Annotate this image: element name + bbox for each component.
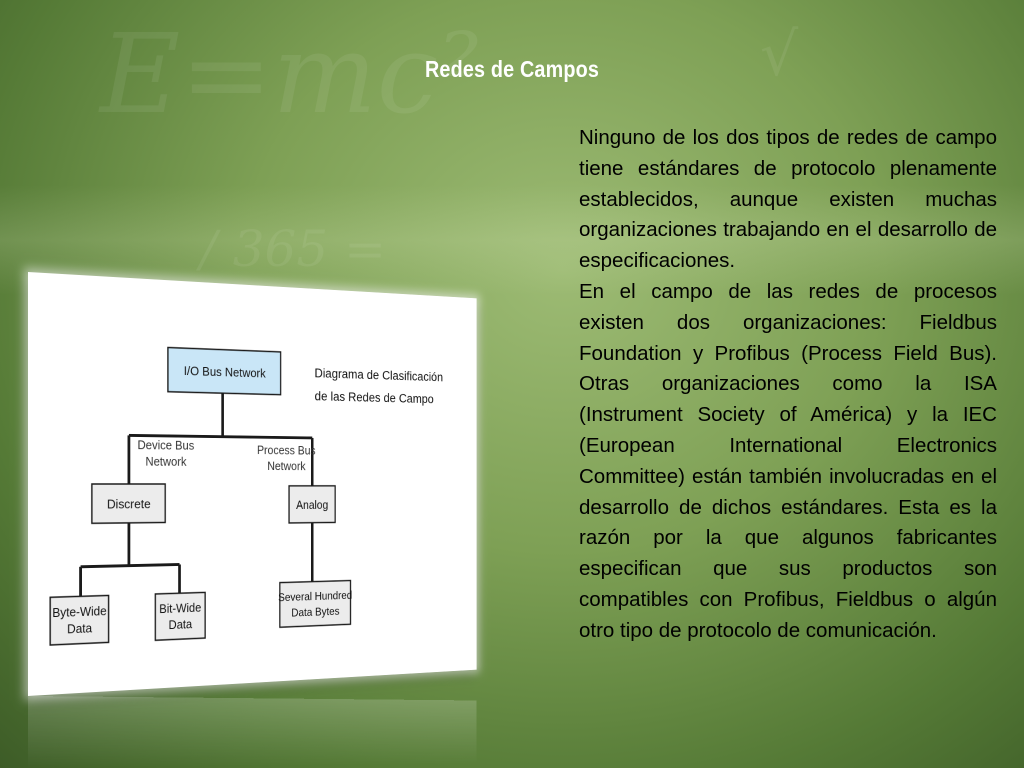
diagram-caption-2: de las Redes de Campo [315, 389, 434, 406]
leaf-several-hundred-label-2: Data Bytes [291, 604, 339, 619]
node-io-bus-network-label: I/O Bus Network [184, 363, 266, 380]
body-text: Ninguno de los dos tipos de redes de cam… [579, 123, 997, 647]
paragraph-1: Ninguno de los dos tipos de redes de cam… [579, 126, 997, 273]
leaf-byte-wide-label-2: Data [67, 621, 92, 636]
leaf-byte-wide-data [50, 595, 108, 645]
branch-device-bus-label-1: Device Bus [138, 438, 195, 452]
node-discrete [92, 484, 165, 523]
classification-diagram: I/O Bus Network Device Bus Network Proce… [28, 272, 444, 696]
branch-device-bus-label-2: Network [145, 455, 187, 469]
leaf-bit-wide-data [155, 592, 205, 640]
light-band [0, 185, 1024, 295]
leaf-byte-wide-label-1: Byte-Wide [52, 604, 106, 620]
node-analog-label: Analog [296, 499, 328, 512]
leaf-several-hundred-data-bytes [280, 581, 351, 628]
leaf-bit-wide-label-2: Data [169, 617, 193, 632]
branch-process-bus-label-2: Network [267, 460, 306, 473]
node-io-bus-network [168, 348, 281, 395]
leaf-bit-wide-label-1: Bit-Wide [159, 601, 201, 616]
paragraph-2: En el campo de las redes de procesos exi… [579, 279, 997, 642]
diagram-image: I/O Bus Network Device Bus Network Proce… [28, 272, 477, 696]
branch-process-bus-label-1: Process Bus [257, 444, 316, 458]
leaf-several-hundred-label-1: Several Hundred [278, 589, 352, 605]
slide-title: Redes de Campos [424, 56, 600, 82]
node-discrete-label: Discrete [107, 496, 151, 511]
diagram-reflection [28, 696, 477, 768]
diagram-caption-1: Diagrama de Clasificación [315, 366, 444, 384]
